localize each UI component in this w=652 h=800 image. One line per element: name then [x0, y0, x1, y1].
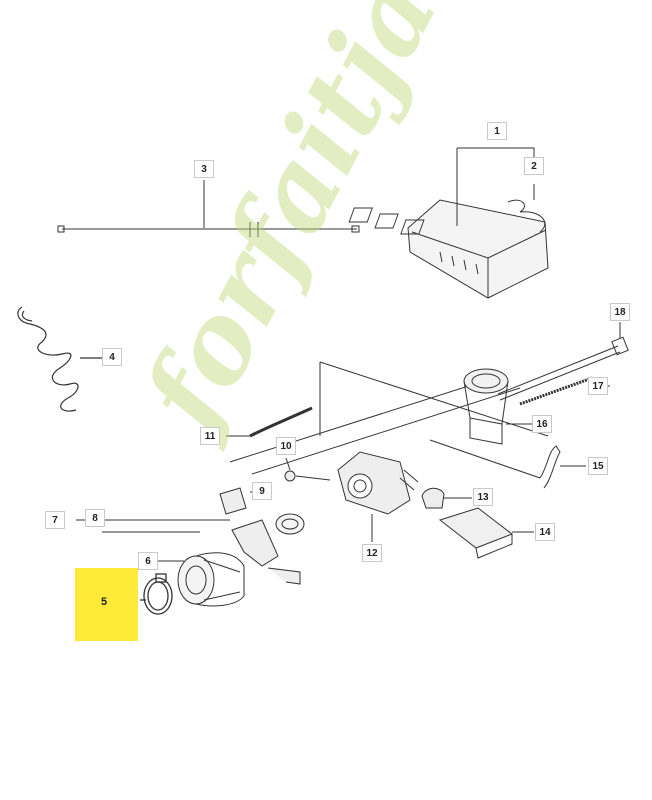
- long-bolt: [497, 322, 629, 401]
- callout-1: 1: [487, 122, 507, 140]
- highlighted-part-box: [75, 568, 138, 641]
- hose-clamp: [140, 573, 173, 615]
- flange-bracket: [76, 513, 305, 585]
- callout-3: 3: [194, 160, 214, 178]
- spring-wire: [17, 306, 106, 412]
- callout-16: 16: [532, 415, 552, 433]
- callout-6: 6: [138, 552, 158, 570]
- callout-13: 13: [473, 488, 493, 506]
- callout-14: 14: [535, 523, 555, 541]
- intake-elbow: [463, 368, 532, 445]
- callout-9: 9: [252, 482, 272, 500]
- callout-18: 18: [610, 303, 630, 321]
- callout-15: 15: [588, 457, 608, 475]
- callout-17: 17: [588, 377, 608, 395]
- callout-5-label: 5: [101, 596, 108, 608]
- small-bracket: [421, 487, 472, 509]
- callout-2: 2: [524, 157, 544, 175]
- callout-11: 11: [200, 427, 220, 445]
- slide-plate: [438, 507, 534, 559]
- carburetor-body: [337, 451, 419, 542]
- intake-boot: [154, 552, 245, 607]
- throttle-cable: [57, 180, 360, 237]
- callout-10: 10: [276, 437, 296, 455]
- hose-fitting: [284, 457, 331, 482]
- callout-12: 12: [362, 544, 382, 562]
- choke-rod: [429, 439, 586, 489]
- callout-8: 8: [85, 509, 105, 527]
- callout-4: 4: [102, 348, 122, 366]
- callout-7: 7: [45, 511, 65, 529]
- fuel-hose: [226, 406, 313, 438]
- air-filter-assembly: [348, 147, 549, 299]
